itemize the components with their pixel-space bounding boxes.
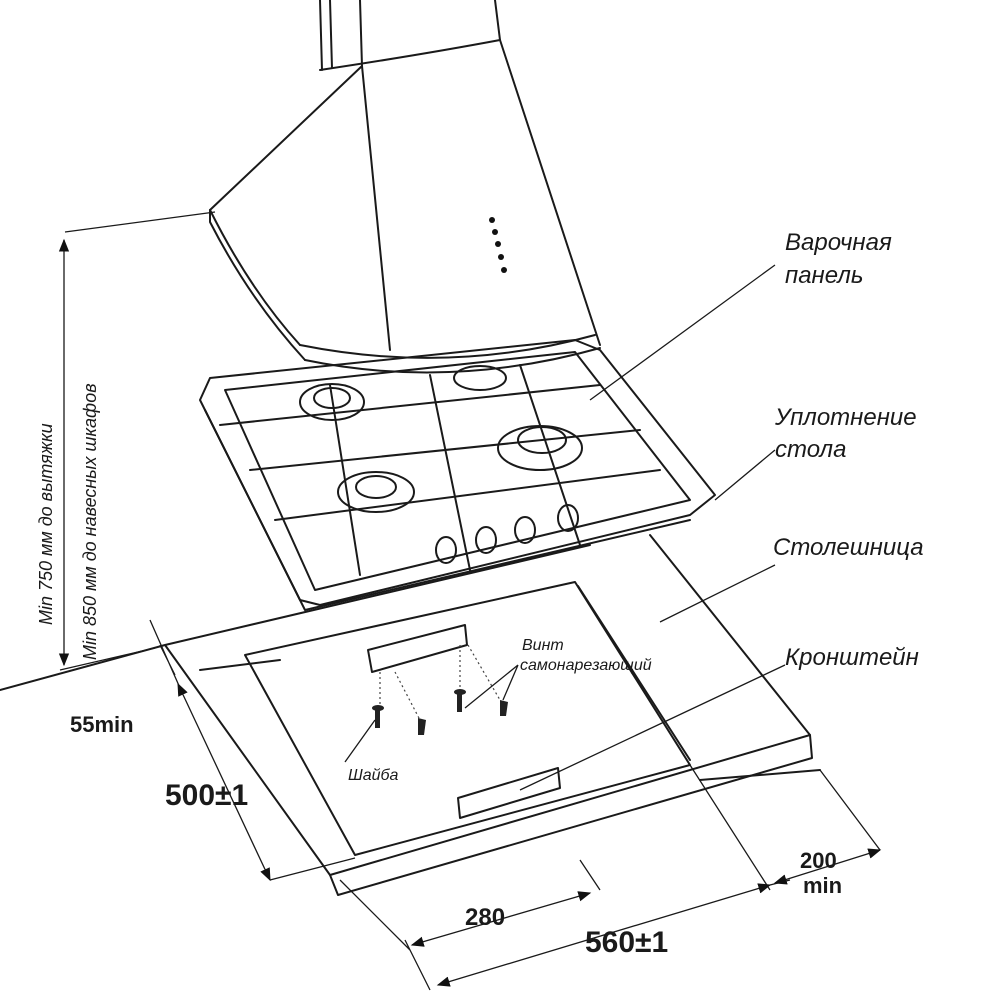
brackets [367, 624, 561, 819]
range-hood [209, 0, 601, 374]
dim-depth: 500±1 [165, 779, 248, 812]
label-seal-line1: Уплотнение [774, 404, 917, 431]
hood-buttons [489, 217, 507, 273]
label-screw-line1: Винт [522, 637, 564, 654]
dimension-lines [58, 211, 882, 991]
dim-width: 560±1 [585, 926, 668, 959]
label-countertop: Столешница [773, 534, 924, 561]
dim-side-clearance-min: min [803, 873, 842, 898]
leader-lines [344, 264, 786, 791]
label-bracket: Кронштейн [785, 644, 919, 671]
burners [299, 365, 583, 513]
gas-hob [199, 339, 716, 611]
label-hob-line1: Варочная [785, 229, 892, 256]
dim-bracket-spacing: 280 [465, 904, 505, 931]
label-hob-line2: панель [785, 262, 863, 289]
clearance-hood-text: Min 750 мм до вытяжки [36, 423, 56, 625]
label-seal-line2: стола [775, 436, 846, 463]
control-knobs [435, 504, 579, 564]
label-washer: Шайба [348, 767, 399, 784]
label-screw-line2: самонарезающий [520, 657, 652, 674]
dim-side-clearance-value: 200 [800, 848, 837, 873]
dim-edge-offset: 55min [70, 712, 134, 737]
clearance-cabinets-text: Min 850 мм до навесных шкафов [80, 383, 100, 660]
